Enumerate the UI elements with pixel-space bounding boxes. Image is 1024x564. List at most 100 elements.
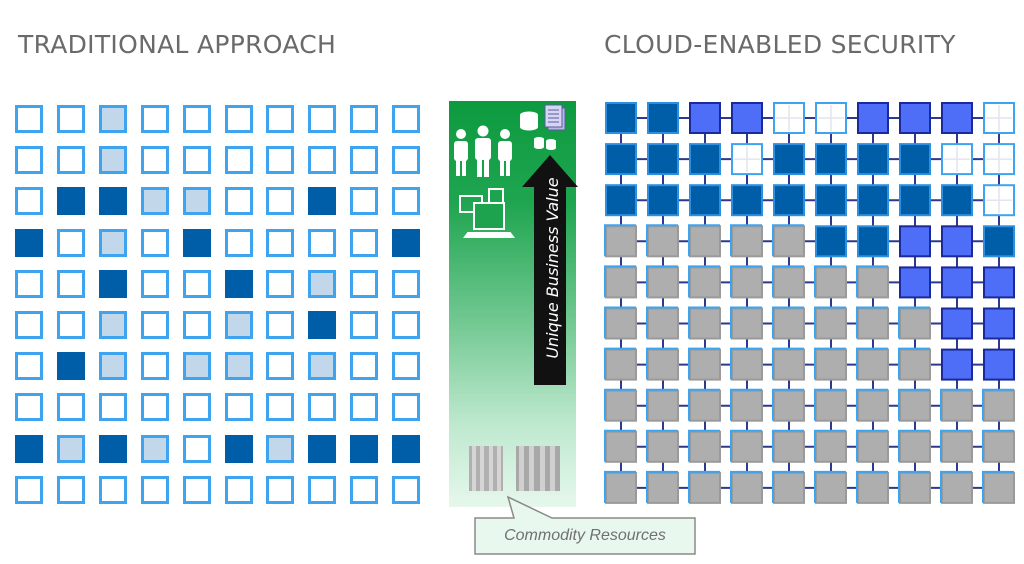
- cloud-cell-gray: [731, 225, 763, 258]
- cloud-cell-bright: [899, 225, 931, 258]
- traditional-cell-dark: [224, 434, 253, 463]
- cloud-cell-bright: [689, 102, 721, 134]
- traditional-cell-dark: [98, 187, 127, 216]
- cloud-cell-dark: [773, 143, 805, 176]
- cloud-cell-gray: [689, 348, 721, 381]
- cloud-cell-dark: [899, 184, 931, 217]
- cloud-cell-gray: [941, 471, 973, 504]
- cloud-cell-dark: [941, 184, 973, 217]
- cell-edge-highlight: [814, 388, 846, 421]
- traditional-cell-light: [308, 269, 337, 298]
- cell-edge-highlight: [772, 347, 804, 380]
- cloud-cell-dark: [605, 102, 637, 134]
- cloud-cell-gray: [647, 389, 679, 422]
- cell-edge-highlight: [856, 470, 888, 503]
- cloud-cell-gray: [689, 389, 721, 422]
- traditional-cell-light: [224, 311, 253, 339]
- traditional-grid: [0, 0, 440, 520]
- panel-icons: [454, 104, 566, 491]
- traditional-cell-empty: [392, 475, 421, 504]
- traditional-cell-light: [266, 434, 295, 463]
- traditional-cell-empty: [266, 311, 295, 339]
- cell-edge-highlight: [688, 347, 720, 380]
- cloud-cell-gray: [647, 430, 679, 463]
- cloud-cell-dark: [605, 143, 637, 176]
- cell-edge-highlight: [856, 347, 888, 380]
- cloud-cell-gray: [983, 430, 1015, 463]
- traditional-cell-empty: [140, 352, 169, 381]
- traditional-cell-empty: [224, 105, 253, 133]
- cell-edge-highlight: [814, 265, 846, 298]
- cloud-cell-dark: [983, 225, 1015, 258]
- devices-icon: [459, 188, 515, 238]
- cell-edge-highlight: [604, 388, 636, 421]
- cloud-cell-gray: [605, 307, 637, 340]
- cell-edge-highlight: [940, 388, 972, 421]
- traditional-cell-empty: [56, 146, 85, 175]
- cloud-cell-dark: [815, 143, 847, 176]
- traditional-cell-dark: [56, 352, 85, 381]
- cloud-cell-dark: [815, 184, 847, 217]
- traditional-cell-empty: [56, 393, 85, 422]
- cloud-cell-gray: [983, 471, 1015, 504]
- business-value-arrow: Unique Business Value: [522, 155, 578, 385]
- traditional-cell-empty: [350, 146, 379, 175]
- cloud-cell-gray: [605, 225, 637, 258]
- traditional-cell-empty: [182, 434, 211, 463]
- people-icon: [454, 125, 512, 177]
- cell-edge-highlight: [772, 388, 804, 421]
- traditional-cell-empty: [392, 393, 421, 422]
- cloud-cell-gray: [815, 430, 847, 463]
- traditional-cell-light: [182, 352, 211, 381]
- cloud-cell-dark: [857, 143, 889, 176]
- cloud-cell-gray: [773, 348, 805, 381]
- traditional-cell-empty: [182, 146, 211, 175]
- cell-edge-highlight: [856, 429, 888, 462]
- traditional-cell-empty: [308, 228, 337, 257]
- cloud-cell-gray: [899, 348, 931, 381]
- traditional-cell-empty: [350, 228, 379, 257]
- traditional-cell-empty: [224, 393, 253, 422]
- cloud-cell-dark: [647, 143, 679, 176]
- cloud-cell-gray: [899, 389, 931, 422]
- cell-edge-highlight: [604, 347, 636, 380]
- traditional-cell-empty: [224, 228, 253, 257]
- cloud-cell-gray: [857, 266, 889, 299]
- cloud-cell-bright: [857, 102, 889, 134]
- cloud-cell-gray: [941, 430, 973, 463]
- traditional-cell-empty: [308, 146, 337, 175]
- cloud-cell-gray: [857, 307, 889, 340]
- cell-edge-highlight: [898, 347, 930, 380]
- traditional-cell-empty: [15, 475, 43, 504]
- traditional-cell-empty: [392, 352, 421, 381]
- traditional-cell-empty: [140, 269, 169, 298]
- database-icon: [520, 111, 556, 150]
- cloud-cell-dark: [731, 184, 763, 217]
- traditional-cell-dark: [98, 269, 127, 298]
- cloud-cell-gray: [899, 307, 931, 340]
- traditional-cell-empty: [350, 187, 379, 216]
- traditional-cell-empty: [392, 105, 421, 133]
- cloud-cell-gray: [773, 307, 805, 340]
- traditional-cell-dark: [308, 187, 337, 216]
- cell-edge-highlight: [772, 470, 804, 503]
- cell-crosshair: [734, 146, 760, 173]
- cloud-cell-dark: [815, 225, 847, 258]
- cell-edge-highlight: [730, 224, 762, 257]
- traditional-cell-dark: [182, 228, 211, 257]
- commodity-resources-label: Commodity Resources: [504, 527, 666, 544]
- cell-edge-highlight: [646, 347, 678, 380]
- cell-edge-highlight: [688, 388, 720, 421]
- cloud-cell-gray: [857, 389, 889, 422]
- traditional-cell-empty: [15, 146, 43, 175]
- cloud-cell-bright: [899, 102, 931, 134]
- traditional-cell-empty: [266, 187, 295, 216]
- cloud-cell-gray: [605, 266, 637, 299]
- cell-edge-highlight: [856, 388, 888, 421]
- cloud-cell-gray: [773, 266, 805, 299]
- cloud-cell-gray: [815, 266, 847, 299]
- cloud-cell-gray: [731, 389, 763, 422]
- cell-edge-highlight: [898, 470, 930, 503]
- cell-edge-highlight: [898, 306, 930, 339]
- traditional-cell-empty: [56, 105, 85, 133]
